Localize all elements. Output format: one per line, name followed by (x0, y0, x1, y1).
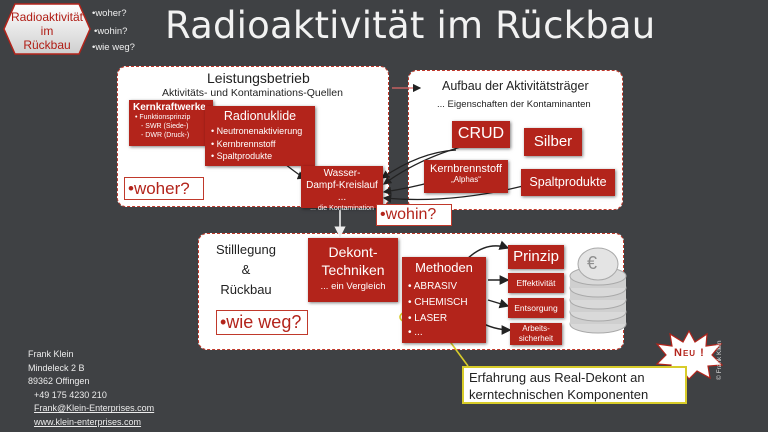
kernbrennstoff-title: Kernbrennstoff (430, 163, 502, 175)
box-kernkraftwerke[interactable]: Kernkraftwerke • Funktionsprinzip - SWR … (129, 100, 213, 146)
label-woher[interactable]: •woher? (124, 177, 204, 200)
neu-label: Neu ! (674, 347, 705, 359)
heading-aktivitaetstraeger: Aufbau der Aktivitätsträger (442, 79, 589, 93)
label-wohin[interactable]: •wohin? (376, 204, 452, 226)
methoden-item-abrasiv: • ABRASIV (408, 281, 458, 292)
label-wie-weg[interactable]: •wie weg? (216, 310, 308, 335)
kernkraftwerke-line-3: - DWR (Druck-) (141, 132, 190, 139)
box-silber[interactable]: Silber (524, 128, 582, 156)
methoden-item-laser: • LASER (408, 313, 448, 324)
wasser-dampf-line-1: Wasser- (323, 168, 361, 179)
stilllegung-line-1: Stilllegung (216, 242, 276, 257)
radionuklide-item-1: • Neutronenaktivierung (211, 126, 303, 136)
radionuklide-item-2: • Kernbrennstoff (211, 138, 276, 149)
contact-footer: Frank Klein Mindeleck 2 B 89362 Offingen… (28, 348, 154, 430)
wasser-dampf-line-2: Dampf-Kreislauf ... (306, 180, 378, 203)
nav-link-wohin[interactable]: •wohin? (94, 26, 128, 37)
footer-web-link[interactable]: www.klein-enterprises.com (34, 416, 142, 427)
copyright-label: © Frank Klein (716, 340, 723, 380)
methoden-item-chemisch: • CHEMISCH (408, 297, 468, 308)
dekont-line-1: Dekont- (328, 244, 378, 260)
kernbrennstoff-alphas: „Alphas“ (451, 175, 481, 184)
box-radionuklide[interactable]: Radionuklide • Neutronenaktivierung • Ke… (205, 106, 315, 166)
wasser-dampf-line-3: ... die Kontamination (310, 205, 374, 212)
hexagon-badge-icon (3, 3, 91, 55)
callout-real-dekont: Erfahrung aus Real-Dekont an kerntechnis… (462, 366, 687, 404)
box-kernbrennstoff[interactable]: Kernbrennstoff „Alphas“ (424, 160, 508, 193)
box-crud[interactable]: CRUD (452, 121, 510, 148)
dekont-line-2: Techniken (321, 262, 385, 278)
footer-street: Mindeleck 2 B (28, 362, 85, 373)
euro-coins-icon (569, 247, 627, 334)
page-title: Radioaktivität im Rückbau (165, 4, 656, 47)
kernkraftwerke-line-1: • Funktionsprinzip (135, 114, 191, 121)
footer-email-link[interactable]: Frank@Klein-Enterprises.com (34, 403, 155, 414)
footer-name: Frank Klein (28, 349, 74, 359)
subheading-quellen: Aktivitäts- und Kontaminations-Quellen (162, 87, 343, 99)
stilllegung-line-2: & (241, 262, 251, 277)
footer-city: 89362 Offingen (28, 376, 90, 387)
nav-badge-label[interactable]: Radioaktivität im Rückbau (10, 10, 84, 52)
radionuklide-title: Radionuklide (223, 109, 297, 123)
footer-phone[interactable]: +49 175 4230 210 (34, 389, 107, 400)
callout-line-2: kerntechnischen Komponenten (469, 387, 649, 402)
box-wasser-dampf-kreislauf[interactable]: Wasser- Dampf-Kreislauf ... ... die Kont… (301, 166, 383, 212)
nav-link-wie-weg[interactable]: •wie weg? (92, 42, 135, 53)
stilllegung-line-3: Rückbau (220, 282, 272, 297)
arbeitssicherheit-line-2: sicherheit (518, 334, 554, 343)
euro-symbol: € (587, 253, 598, 273)
label-stilllegung-rueckbau: Stilllegung & Rückbau (214, 240, 278, 300)
dekont-line-3: ... ein Vergleich (320, 281, 386, 292)
subheading-kontaminanten: ... Eigenschaften der Kontaminanten (437, 99, 591, 110)
box-spaltprodukte[interactable]: Spaltprodukte (521, 169, 615, 196)
kernkraftwerke-title: Kernkraftwerke (133, 102, 206, 113)
nav-link-woher[interactable]: •woher? (92, 8, 127, 19)
heading-leistungsbetrieb: Leistungsbetrieb (207, 70, 310, 86)
arbeitssicherheit-line-1: Arbeits- (522, 324, 550, 333)
methoden-title: Methoden (415, 260, 473, 275)
kernkraftwerke-line-2: - SWR (Siede-) (141, 123, 189, 130)
box-effektivitaet[interactable]: Effektivität (508, 273, 564, 293)
callout-line-1: Erfahrung aus Real-Dekont an (469, 370, 645, 385)
radionuklide-item-3: • Spaltprodukte (211, 151, 273, 161)
box-prinzip[interactable]: Prinzip (508, 245, 564, 269)
box-entsorgung[interactable]: Entsorgung (508, 298, 564, 318)
box-methoden[interactable]: Methoden • ABRASIV • CHEMISCH • LASER • … (402, 257, 486, 343)
box-dekont-techniken[interactable]: Dekont- Techniken ... ein Vergleich (308, 238, 398, 302)
box-arbeitssicherheit[interactable]: Arbeits- sicherheit (510, 323, 562, 345)
methoden-item-more: • ... (408, 327, 423, 338)
